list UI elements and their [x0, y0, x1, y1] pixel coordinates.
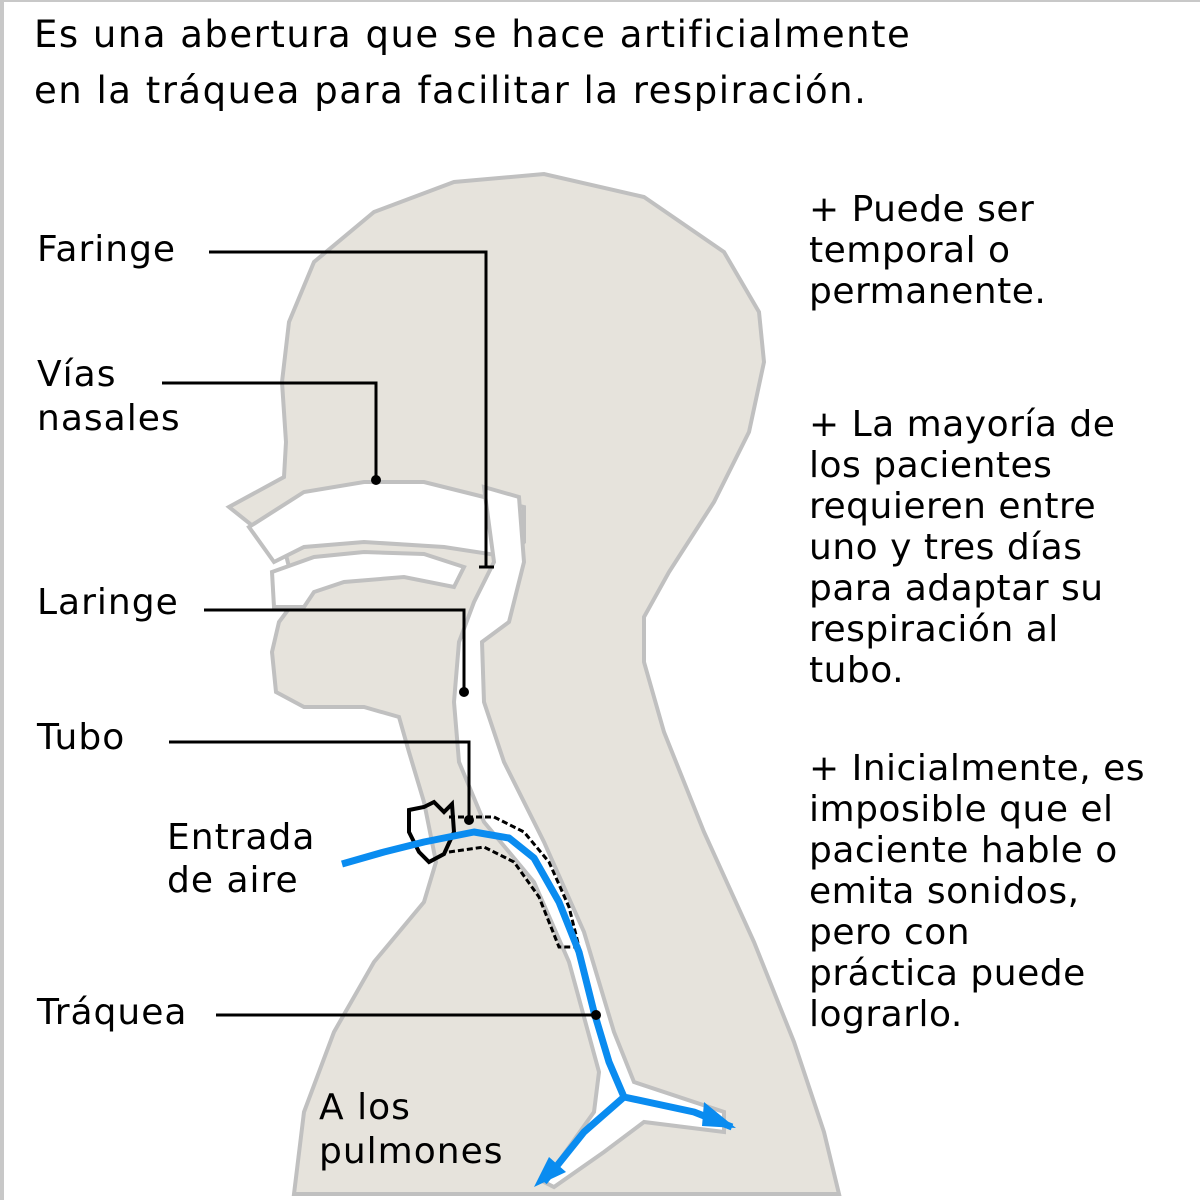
- mouth-cavity: [269, 549, 467, 609]
- label-pulmones: pulmones: [319, 1131, 504, 1172]
- title-line-2: en la tráquea para facilitar la respirac…: [34, 69, 868, 112]
- pointer-dot: [371, 475, 381, 485]
- note-line: + Inicialmente, es: [809, 748, 1145, 789]
- note-line: requieren entre: [809, 486, 1097, 527]
- note-line: uno y tres días: [809, 527, 1083, 568]
- label-tubo: Tubo: [37, 717, 126, 758]
- title-line-1: Es una abertura que se hace artificialme…: [34, 13, 912, 56]
- leader-vias-nasales: [162, 381, 378, 480]
- arrowhead-left: [534, 1157, 566, 1187]
- label-entrada: Entrada: [167, 817, 316, 858]
- note-line: los pacientes: [809, 445, 1053, 486]
- note-line: pero con: [809, 912, 971, 953]
- note-line: temporal o: [809, 230, 1011, 271]
- leader-tubo: [169, 740, 471, 820]
- note-line: para adaptar su: [809, 568, 1104, 609]
- note-line: + La mayoría de: [809, 404, 1116, 445]
- label-nasales: nasales: [37, 398, 181, 439]
- pointer-dot: [459, 687, 469, 697]
- label-faringe: Faringe: [37, 229, 177, 270]
- note-line: paciente hable o: [809, 830, 1118, 871]
- label-vias: Vías: [37, 354, 117, 395]
- note-line: emita sonidos,: [809, 871, 1080, 912]
- note-1: + Puede ser temporal o permanente.: [809, 189, 1189, 312]
- label-laringe: Laringe: [37, 582, 179, 623]
- leader-laringe: [204, 608, 466, 692]
- label-de-aire: de aire: [167, 860, 299, 901]
- leader-lines: [162, 250, 596, 1017]
- note-3: + Inicialmente, es imposible que el paci…: [809, 748, 1189, 1035]
- note-line: práctica puede: [809, 953, 1086, 994]
- arrowhead-right: [702, 1102, 736, 1128]
- label-a-los: A los: [319, 1087, 411, 1128]
- leader-faringe: [209, 250, 494, 569]
- note-line: + Puede ser: [809, 189, 1035, 230]
- pointer-dot: [464, 815, 474, 825]
- note-line: tubo.: [809, 650, 905, 691]
- note-line: lograrlo.: [809, 994, 963, 1035]
- note-line: imposible que el: [809, 789, 1114, 830]
- head-silhouette: [225, 171, 842, 1196]
- head-illustration: [162, 171, 842, 1196]
- note-line: permanente.: [809, 271, 1047, 312]
- label-traquea: Tráquea: [37, 992, 188, 1033]
- note-2: + La mayoría de los pacientes requieren …: [809, 404, 1189, 691]
- tracheostomy-tube: [448, 815, 581, 949]
- pointer-dot: [591, 1010, 601, 1020]
- note-line: respiración al: [809, 609, 1059, 650]
